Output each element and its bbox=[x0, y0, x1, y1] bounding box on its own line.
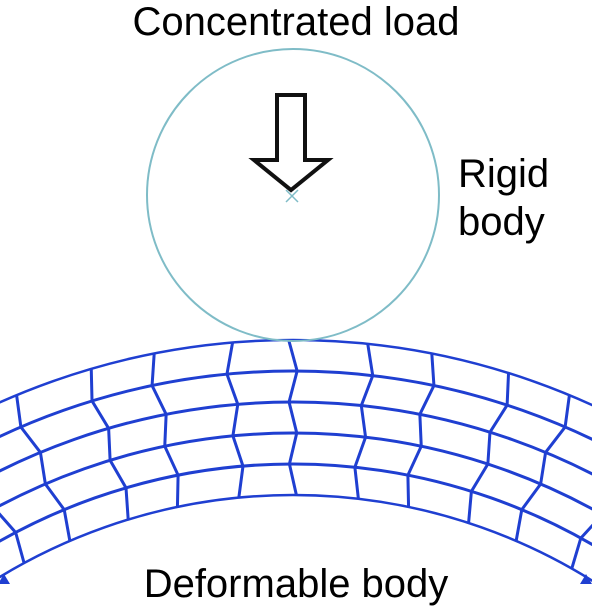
boundary-marker bbox=[580, 574, 592, 584]
mesh-radial-line bbox=[0, 512, 26, 564]
mesh-arc bbox=[0, 493, 592, 583]
mesh-radial-line bbox=[570, 523, 592, 569]
boundary-marker bbox=[0, 574, 10, 584]
mesh-radial-line bbox=[15, 394, 72, 542]
mesh-radial-line bbox=[353, 343, 375, 499]
mesh-radial-line bbox=[467, 372, 511, 524]
reference-point-marker bbox=[285, 189, 299, 203]
concentrated-load-label: Concentrated load bbox=[132, 0, 460, 44]
mesh-arc bbox=[0, 462, 592, 547]
mesh-radial-line bbox=[89, 368, 130, 520]
rigid-body-circle bbox=[146, 48, 440, 342]
deformable-body-label: Deformable body bbox=[143, 562, 449, 606]
mesh-radial-line bbox=[406, 353, 436, 507]
mesh-radial-line bbox=[150, 353, 180, 507]
mesh-radial-line bbox=[514, 394, 571, 542]
deformable-mesh bbox=[0, 338, 592, 584]
mesh-arc bbox=[0, 400, 592, 476]
mesh-arc bbox=[0, 369, 592, 442]
rigid-body-label-line1: Rigid bbox=[458, 152, 550, 196]
mesh-radial-line bbox=[225, 342, 245, 498]
mesh-arc bbox=[0, 431, 592, 511]
mesh-radial-line bbox=[287, 339, 299, 496]
rigid-body-label: Rigid body bbox=[458, 150, 578, 246]
load-arrow bbox=[248, 93, 334, 193]
rigid-body-label-line2: body bbox=[458, 200, 545, 244]
